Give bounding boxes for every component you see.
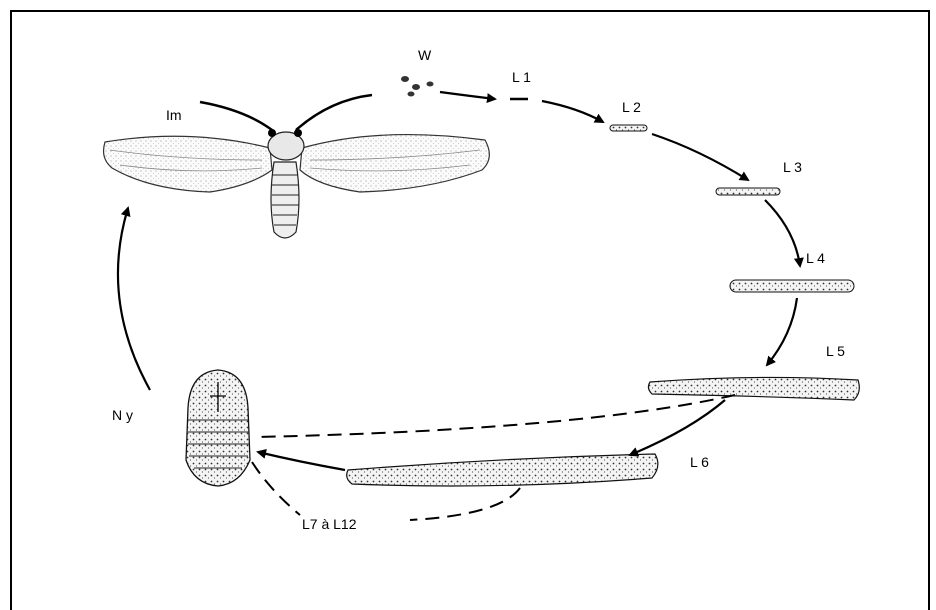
label-imago: Im [166,107,182,123]
label-l4: L 4 [806,250,825,266]
label-l5: L 5 [826,343,845,359]
dashed-l7-l12-loop [410,488,520,520]
arrow-egg-to-l1 [440,92,495,99]
arrow-l4-to-l5 [767,298,797,365]
arrow-l2-to-l3 [652,134,748,180]
larva-l4 [730,280,854,292]
larva-l5 [648,377,859,400]
dashed-nymph-to-l7 [252,462,300,515]
arrow-nymph-to-imago [118,208,150,390]
label-l3: L 3 [783,159,802,175]
larva-l3 [716,188,780,195]
nymph-pupa [186,370,250,486]
label-l6: L 6 [690,454,709,470]
arrow-l6-to-nymph [258,452,345,470]
label-egg: W [418,47,432,63]
label-nymph: N y [112,407,133,423]
label-l2: L 2 [622,99,641,115]
dashed-paths [252,395,735,520]
eggs [401,76,434,97]
arrow-l3-to-l4 [765,200,800,266]
arrow-l1-to-l2 [542,101,603,122]
arrow-l5-to-l6 [630,400,725,455]
dashed-l5-to-nymph [255,395,735,437]
label-l7-l12: L7 à L12 [302,516,357,532]
larva-l2 [610,125,647,131]
moth-imago [104,95,490,238]
label-l1: L 1 [512,69,531,85]
larva-l6 [347,454,658,486]
